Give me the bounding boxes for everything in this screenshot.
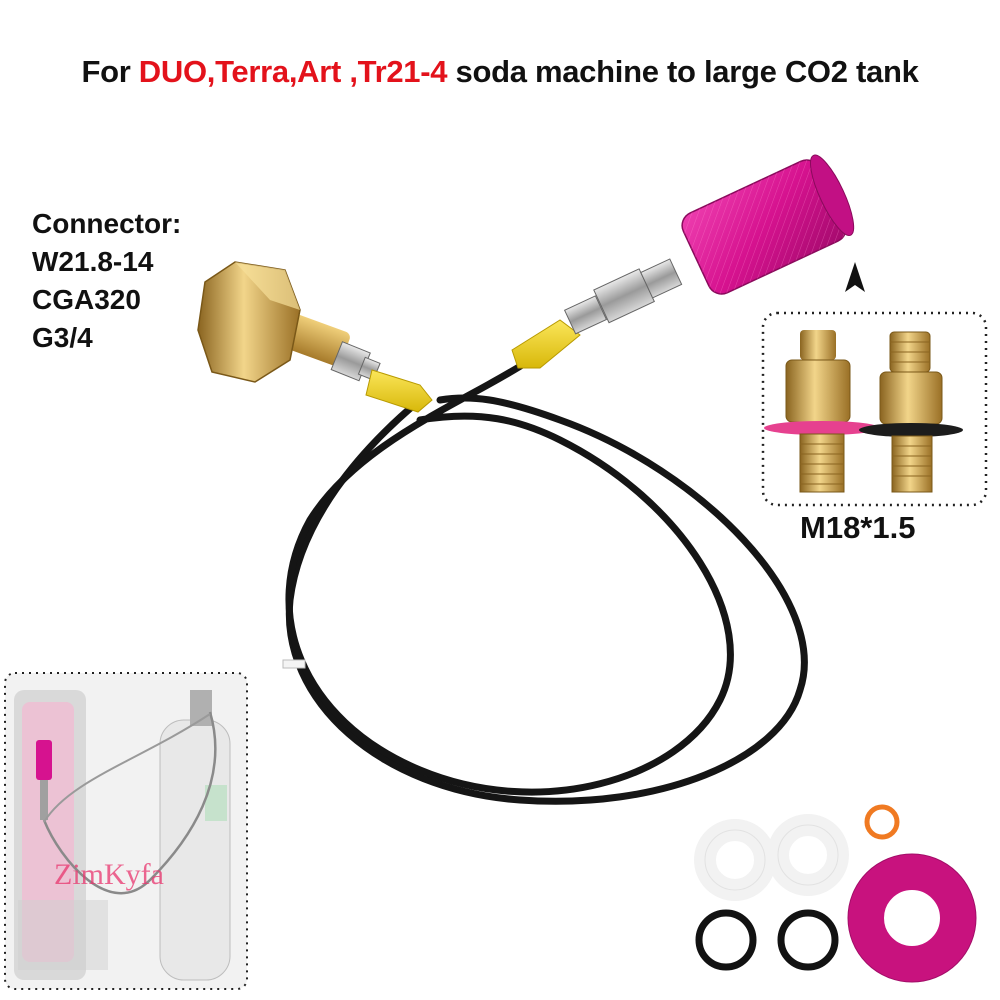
m18-fitting-2 xyxy=(859,331,963,493)
connector-heading: Connector: xyxy=(32,208,182,239)
title-prefix: For xyxy=(81,54,139,89)
title-highlight: DUO,Terra,Art ,Tr21-4 xyxy=(138,54,448,89)
cable-tie xyxy=(282,659,306,669)
usage-illustration xyxy=(14,690,231,981)
product-title: For DUO,Terra,Art ,Tr21-4 soda machine t… xyxy=(0,54,1000,90)
connector-spec-3: G3/4 xyxy=(32,322,93,353)
m18-fitting-1 xyxy=(764,330,880,493)
watermark-text: ZimKyfa xyxy=(54,858,164,891)
up-arrow-icon xyxy=(845,262,865,292)
thread-label: M18*1.5 xyxy=(800,510,916,545)
pink-connector xyxy=(511,154,855,369)
connector-spec-1: W21.8-14 xyxy=(32,246,154,277)
washers-set xyxy=(694,804,977,983)
m18-fittings-box xyxy=(761,311,988,507)
title-suffix: soda machine to large CO2 tank xyxy=(447,54,919,89)
connector-spec-2: CGA320 xyxy=(32,284,141,315)
connector-info: Connector: W21.8-14 CGA320 G3/4 xyxy=(32,205,181,357)
brass-fitting-left xyxy=(197,261,433,413)
hose xyxy=(285,356,808,805)
